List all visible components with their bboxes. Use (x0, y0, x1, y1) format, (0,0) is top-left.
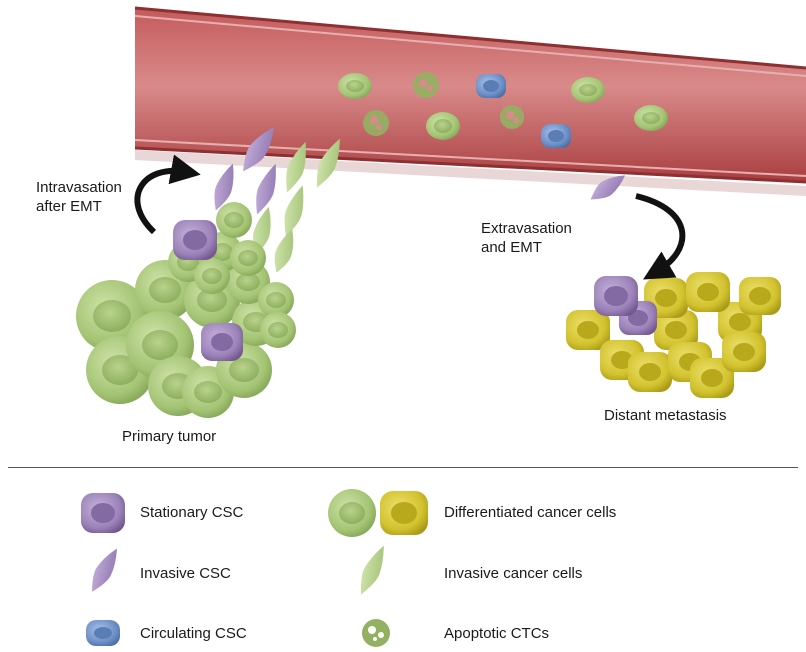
intravasation-arrow (134, 154, 201, 235)
apoptotic-ctc-icon (362, 619, 390, 647)
legend-invasive-csc: Invasive CSC (140, 565, 231, 582)
invasive-spindles (214, 127, 340, 273)
differentiated-green-cell-icon (328, 489, 376, 537)
legend-apoptotic-ctcs: Apoptotic CTCs (444, 625, 550, 642)
differentiated-yellow-cell-icon (380, 491, 428, 535)
circulating-cells (338, 72, 668, 200)
metastasis-cluster (566, 272, 781, 398)
intravasation-label-line1: Intravasation (36, 179, 122, 196)
extravasation-label-line2: and EMT (481, 239, 542, 256)
legend-invasive-cells: Invasive cancer cells (444, 565, 583, 582)
legend-differentiated-cells: Differentiated cancer cells (444, 504, 617, 521)
extravasation-label-line1: Extravasation (481, 220, 572, 237)
intravasation-label-line2: after EMT (36, 198, 102, 215)
primary-tumor-cluster (76, 202, 296, 418)
distant-metastasis-label: Distant metastasis (604, 407, 727, 424)
legend-circulating-csc: Circulating CSC (140, 625, 247, 642)
invasive-csc-icon (92, 548, 117, 592)
invasive-cancer-cell-icon (360, 545, 384, 595)
circulating-csc-icon (86, 620, 120, 646)
extravasation-arrow (635, 193, 686, 280)
blood-vessel (134, 6, 806, 196)
legend-stationary-csc: Stationary CSC (140, 504, 244, 521)
primary-tumor-label: Primary tumor (122, 428, 217, 445)
legend-divider (8, 467, 798, 468)
stationary-csc-icon (81, 493, 125, 533)
